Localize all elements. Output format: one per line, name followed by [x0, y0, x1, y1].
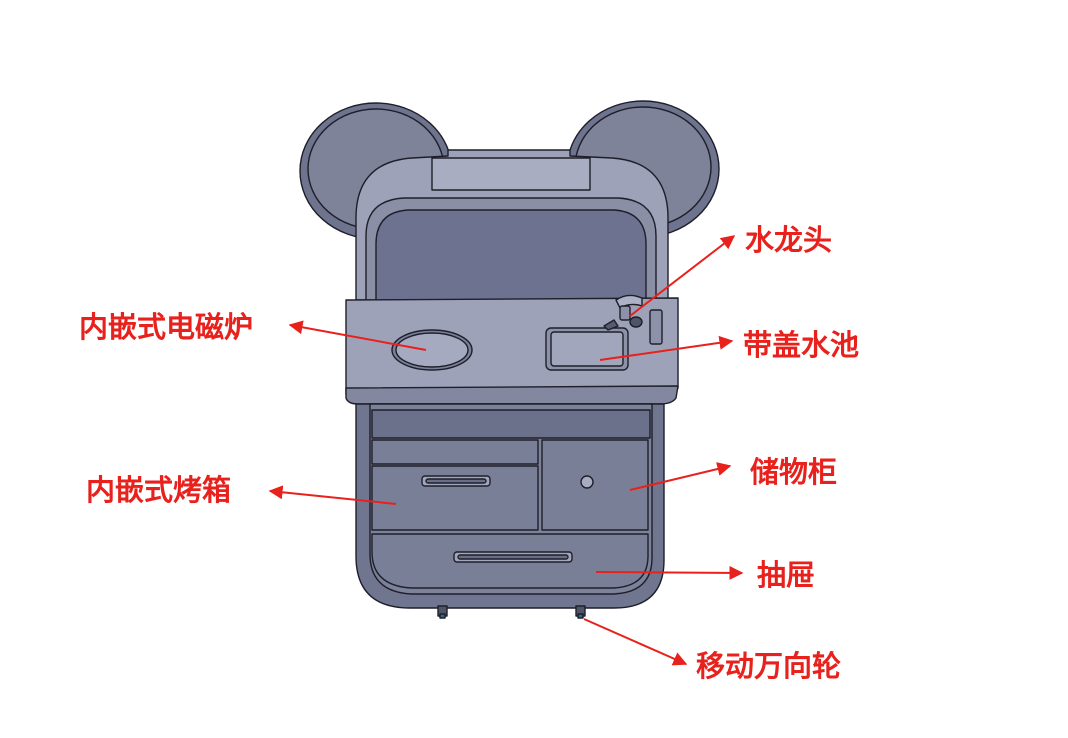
caster-wheels — [437, 605, 586, 619]
backsplash-top-band — [431, 157, 591, 191]
label-casters: 移动万向轮 — [696, 649, 842, 683]
drawer — [371, 533, 649, 589]
label-oven: 内嵌式烤箱 — [86, 473, 232, 507]
apron-panel — [371, 409, 651, 439]
storage-cabinet — [541, 439, 649, 531]
label-faucet: 水龙头 — [745, 223, 833, 257]
label-cooktop: 内嵌式电磁炉 — [79, 310, 254, 344]
backsplash-panel — [375, 209, 647, 301]
label-sink: 带盖水池 — [743, 328, 860, 362]
arrow-faucet — [629, 235, 736, 317]
arrow-casters — [583, 618, 688, 666]
arrow-cooktop — [288, 320, 427, 351]
cabinet-body — [299, 100, 720, 619]
faucet — [603, 294, 663, 345]
arrow-oven — [268, 485, 397, 505]
induction-cooktop — [391, 329, 473, 371]
built-in-oven — [371, 439, 539, 531]
label-cabinet: 储物柜 — [750, 455, 838, 489]
arrow-sink — [599, 335, 734, 361]
sink-with-lid — [545, 327, 629, 371]
arrow-cabinet — [629, 462, 732, 491]
arrow-drawer — [595, 565, 744, 580]
callout-arrows — [268, 235, 744, 666]
label-drawer: 抽屉 — [757, 558, 816, 592]
countertop-front-edge — [345, 385, 679, 405]
